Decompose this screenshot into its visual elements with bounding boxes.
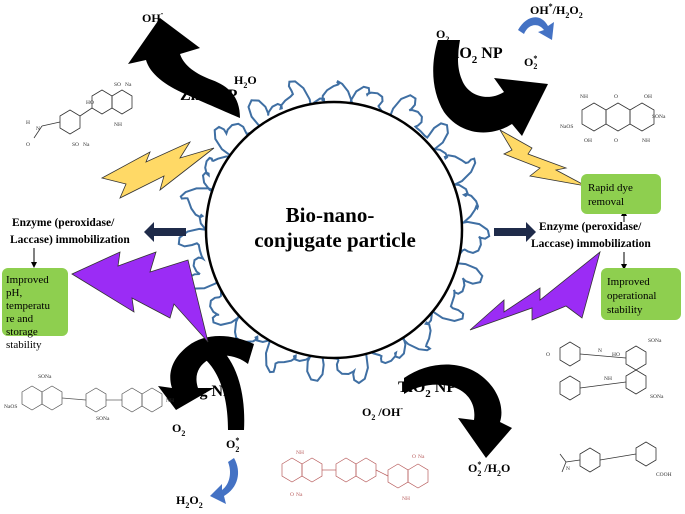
ag-h2o2-label: H2O2 <box>176 493 203 510</box>
svg-text:O: O <box>546 352 550 358</box>
ag-o2-star-label: O*2 <box>226 436 239 454</box>
dye-molecule-bottom-left <box>21 385 163 413</box>
dye-molecule-right-mid <box>559 341 647 401</box>
tio2-o2-oh-label: O2 /OH- <box>362 404 403 422</box>
svg-text:ONa: ONa <box>290 492 303 498</box>
arrow-to-right-enzyme <box>494 222 536 242</box>
svg-text:SONa: SONa <box>114 82 132 88</box>
svg-text:NH: NH <box>296 450 304 456</box>
ag-arrow-tail <box>206 350 245 430</box>
center-title-line1: Bio-nano- <box>286 203 375 227</box>
svg-text:NH: NH <box>604 376 612 382</box>
sio2-oh-h2o2-label: OH*/H2O2 <box>530 2 583 20</box>
tio2-np-label: TiO2 NP <box>398 379 456 400</box>
enzyme-right-line2: Laccase) immobilization <box>531 238 651 250</box>
dye-molecule-top-right <box>581 102 655 132</box>
left-green-box <box>2 268 68 336</box>
svg-text:SONa: SONa <box>96 416 110 422</box>
svg-text:NH: NH <box>642 138 650 144</box>
svg-text:NH: NH <box>402 496 410 502</box>
svg-text:NaOS: NaOS <box>4 404 17 410</box>
svg-text:HO: HO <box>612 352 620 358</box>
svg-text:O: O <box>614 138 618 144</box>
dye-molecule-bottom-left-labels: SONa NaOS SONa NH <box>4 374 174 422</box>
svg-text:SONa: SONa <box>648 338 662 344</box>
svg-text:SONa: SONa <box>38 374 52 380</box>
tio2-curved-arrow <box>404 364 512 458</box>
zno-curved-arrow <box>128 18 240 118</box>
svg-text:N: N <box>36 126 40 132</box>
svg-text:SONa: SONa <box>650 394 664 400</box>
svg-text:N: N <box>566 466 570 472</box>
dye-molecule-top-right-labels: NH O OH NaOS SONa OH O NH <box>560 94 666 144</box>
sio2-small-blue-arrow <box>518 17 554 40</box>
svg-text:SONa: SONa <box>72 142 90 148</box>
tio2-bottom-label: O*2 /H2O <box>468 460 510 478</box>
sio2-curved-arrow <box>433 40 548 136</box>
svg-text:SONa: SONa <box>652 114 666 120</box>
svg-text:OH: OH <box>644 94 652 100</box>
ag-curved-arrow <box>158 336 254 410</box>
center-title-line2: conjugate particle <box>254 228 416 252</box>
svg-text:NH: NH <box>166 398 174 404</box>
down-arrow-left-head <box>31 262 37 268</box>
enzyme-left-line1: Enzyme (peroxidase/ <box>12 217 115 229</box>
zno-h2o-label: H2O <box>234 73 257 90</box>
svg-text:O: O <box>26 142 30 148</box>
arrow-to-left-enzyme <box>144 222 186 242</box>
svg-text:OH: OH <box>584 138 592 144</box>
right-bottom-box-text: Improved operational stability <box>607 276 659 316</box>
yellow-bolt-right <box>498 128 587 187</box>
purple-bolt-right <box>469 250 601 331</box>
bio-nano-particle-circle <box>204 100 464 360</box>
right-bottom-green-box <box>601 268 681 320</box>
left-box-text-last: stability <box>6 339 42 351</box>
svg-text:H: H <box>26 120 30 126</box>
ag-o2-label: O2 <box>172 421 185 438</box>
yellow-bolt-left <box>100 141 215 199</box>
svg-text:N: N <box>598 348 602 354</box>
purple-bolt-left <box>71 251 209 343</box>
svg-text:O: O <box>614 94 618 100</box>
left-box-text: Improved pH, temperatu re and storage <box>6 274 53 338</box>
right-top-box-text: Rapid dye removal <box>588 182 636 208</box>
dye-molecule-bottom-right-labels: N COOH <box>566 466 672 478</box>
svg-text:ONa: ONa <box>412 454 425 460</box>
svg-text:NH: NH <box>114 122 122 128</box>
dye-molecule-top-left <box>33 89 133 139</box>
enzyme-left-line2: Laccase) immobilization <box>10 234 130 246</box>
dye-molecule-bottom-mid <box>281 457 429 489</box>
dye-molecule-right-mid-labels: SONa HO O N NH SONa <box>546 338 664 400</box>
zno-top-label: OH- <box>142 9 164 25</box>
svg-text:NaOS: NaOS <box>560 124 573 130</box>
down-arrow-right-head <box>621 264 627 270</box>
sio2-o2-top-label: O2 <box>436 27 449 44</box>
ag-small-blue-arrow <box>210 458 239 504</box>
zno-np-label: ZnO NP <box>180 87 238 104</box>
dye-molecule-bottom-right <box>559 441 657 473</box>
right-top-green-box <box>581 174 661 214</box>
ag-np-label: Ag NP <box>188 383 233 400</box>
svg-text:COOH: COOH <box>656 472 672 478</box>
sio2-np-label: SiO2 NP <box>446 45 503 66</box>
sio2-o2-star-label: O*2 <box>524 54 537 71</box>
svg-text:NH: NH <box>580 94 588 100</box>
enzyme-right-line1: Enzyme (peroxidase/ <box>539 221 642 233</box>
svg-text:HO: HO <box>86 100 94 106</box>
